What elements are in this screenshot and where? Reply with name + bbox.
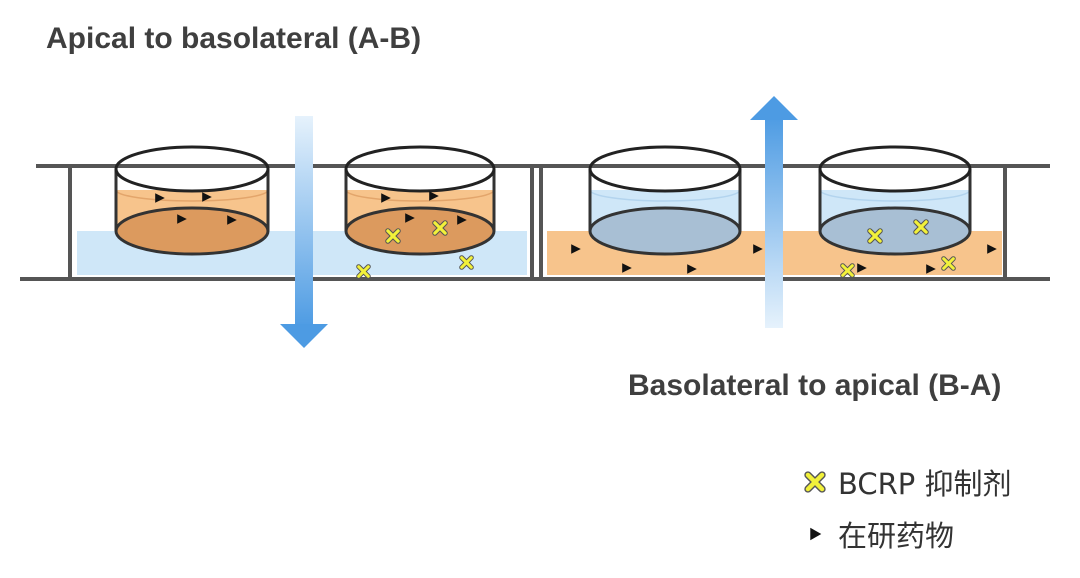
transwell-insert-1 — [114, 145, 270, 256]
arrow-up-icon — [750, 96, 798, 328]
yellow-x-marker-icon — [804, 471, 826, 493]
transwell-insert-4 — [818, 145, 972, 256]
legend-item-drug: 在研药物 — [804, 514, 954, 554]
arrow-down-icon — [280, 116, 328, 348]
title-basolateral-to-apical: Basolateral to apical (B-A) — [628, 369, 1002, 402]
legend-label-inhibitor: BCRP 抑制剂 — [838, 467, 1012, 501]
title-apical-to-basolateral: Apical to basolateral (A-B) — [46, 22, 422, 55]
black-triangle-marker-icon — [810, 527, 822, 541]
transwell-insert-3 — [588, 145, 742, 256]
legend-item-inhibitor: BCRP 抑制剂 — [804, 462, 1012, 502]
legend-label-drug: 在研药物 — [838, 519, 955, 553]
transwell-insert-2 — [344, 145, 496, 256]
plate-frame — [20, 164, 1050, 281]
